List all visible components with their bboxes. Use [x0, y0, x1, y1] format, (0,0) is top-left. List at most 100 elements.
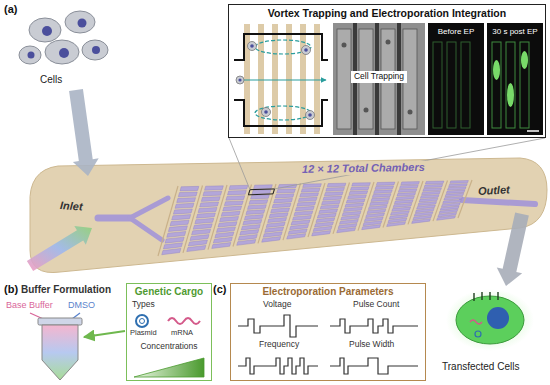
chamber-grid — [449, 184, 468, 187]
trapped-cells — [262, 108, 271, 117]
chamber-grid — [272, 203, 291, 208]
chamber-grid — [352, 183, 371, 186]
cell-cluster — [92, 46, 100, 54]
pulse-waveform — [238, 315, 418, 374]
image-tile: 30 s post EP — [487, 23, 543, 135]
conical-tube — [42, 325, 78, 380]
trapped-cells — [238, 78, 241, 81]
chamber-grid — [190, 235, 209, 241]
fluorescence-image — [493, 60, 500, 80]
panel-heading: Electroporation Parameters — [262, 286, 393, 298]
chamber-grid — [348, 195, 367, 199]
fluorescence-image — [433, 42, 442, 128]
chamber-grid — [271, 208, 290, 213]
chamber-grid — [216, 227, 235, 233]
chamber-grid — [220, 216, 239, 221]
chamber-grid — [367, 209, 386, 213]
vortex-flow — [255, 106, 311, 120]
image-label: 30 s post EP — [492, 27, 537, 36]
electrode-bars — [314, 24, 320, 134]
transfected-cell — [456, 296, 524, 344]
chamber-grid — [263, 232, 282, 238]
trapped-cells — [250, 44, 254, 48]
chamber-grid — [397, 193, 416, 197]
chamber-grid — [244, 215, 263, 220]
chamber-grid — [188, 240, 207, 246]
image-label: Before EP — [438, 27, 474, 36]
chamber-grid — [398, 189, 417, 192]
chamber-grid — [344, 207, 363, 211]
flow-arrows — [27, 226, 92, 271]
item-label: mRNA — [171, 329, 193, 338]
chamber-grid — [227, 190, 246, 194]
chamber-grid — [238, 235, 257, 241]
chamber-grid — [162, 248, 181, 254]
chamber-grid — [203, 191, 222, 196]
chamber-grid — [252, 190, 271, 194]
fluorescence-image — [492, 42, 529, 128]
fluidic-channel — [462, 200, 535, 204]
chamber-grid — [327, 183, 346, 187]
chamber-grid — [192, 229, 211, 235]
chamber-grid — [196, 213, 215, 218]
fluidic-channel — [130, 198, 168, 218]
chamber-grid — [177, 198, 196, 203]
transfected-cell — [446, 289, 534, 351]
micrograph — [408, 110, 413, 115]
chamber-grid — [293, 215, 312, 220]
fluorescence-image — [461, 42, 470, 128]
chamber-grid — [175, 203, 194, 208]
chamber-grid — [200, 202, 219, 207]
chamber-grid — [420, 195, 439, 199]
pulse-waveform — [238, 358, 318, 374]
fluorescence-image — [521, 51, 528, 69]
chamber-grid — [394, 200, 413, 204]
micrograph — [386, 40, 391, 45]
chamber-grid — [450, 181, 469, 184]
vortex-flow — [236, 40, 326, 120]
chamber-grid — [362, 225, 381, 230]
chamber-grid — [277, 189, 296, 193]
cell-cluster — [82, 40, 108, 60]
chamber-grid — [372, 194, 391, 198]
chamber-grid — [418, 202, 437, 206]
chamber-grid — [178, 192, 197, 197]
chamber-grid — [251, 195, 270, 199]
cell-cluster — [59, 48, 69, 58]
chamber-grid — [376, 182, 395, 185]
chamber-grid — [387, 222, 406, 227]
chamber-grid — [158, 180, 472, 256]
electrode-bars — [244, 24, 320, 134]
cell-cluster — [42, 26, 52, 36]
panel-heading: Genetic Cargo — [135, 286, 203, 298]
cargo-panel: Genetic CargoTypesPlasmidmRNAConcentrati… — [126, 283, 212, 381]
micrograph — [342, 43, 347, 48]
cargo-icons — [136, 315, 200, 327]
chamber-grid — [294, 211, 313, 216]
chamber-grid — [229, 185, 248, 189]
illustration-label: Cells — [40, 74, 62, 86]
cell-cluster — [19, 46, 41, 64]
chamber-grid — [195, 218, 214, 223]
chamber-grid — [370, 201, 389, 205]
chamber-grid — [198, 208, 217, 213]
fluorescence-image — [492, 42, 501, 128]
chamber-grid — [226, 196, 245, 201]
chamber-grid — [322, 200, 341, 204]
chamber-grid — [349, 191, 368, 195]
transfected-cell — [470, 320, 482, 324]
chamber-grid — [201, 197, 220, 202]
chamber-grid — [266, 222, 285, 227]
chamber-grid — [419, 198, 438, 202]
chamber-grid — [368, 205, 387, 209]
chamber-grid — [350, 187, 369, 191]
chamber-grid — [268, 218, 287, 223]
fluorescence-image — [507, 83, 514, 107]
chamber-grid — [173, 209, 192, 214]
zoom-lines — [248, 189, 274, 195]
chamber-grid — [291, 220, 310, 225]
chamber-outline — [234, 34, 328, 126]
zoom-lines — [275, 138, 546, 189]
trapped-cells — [308, 113, 312, 117]
